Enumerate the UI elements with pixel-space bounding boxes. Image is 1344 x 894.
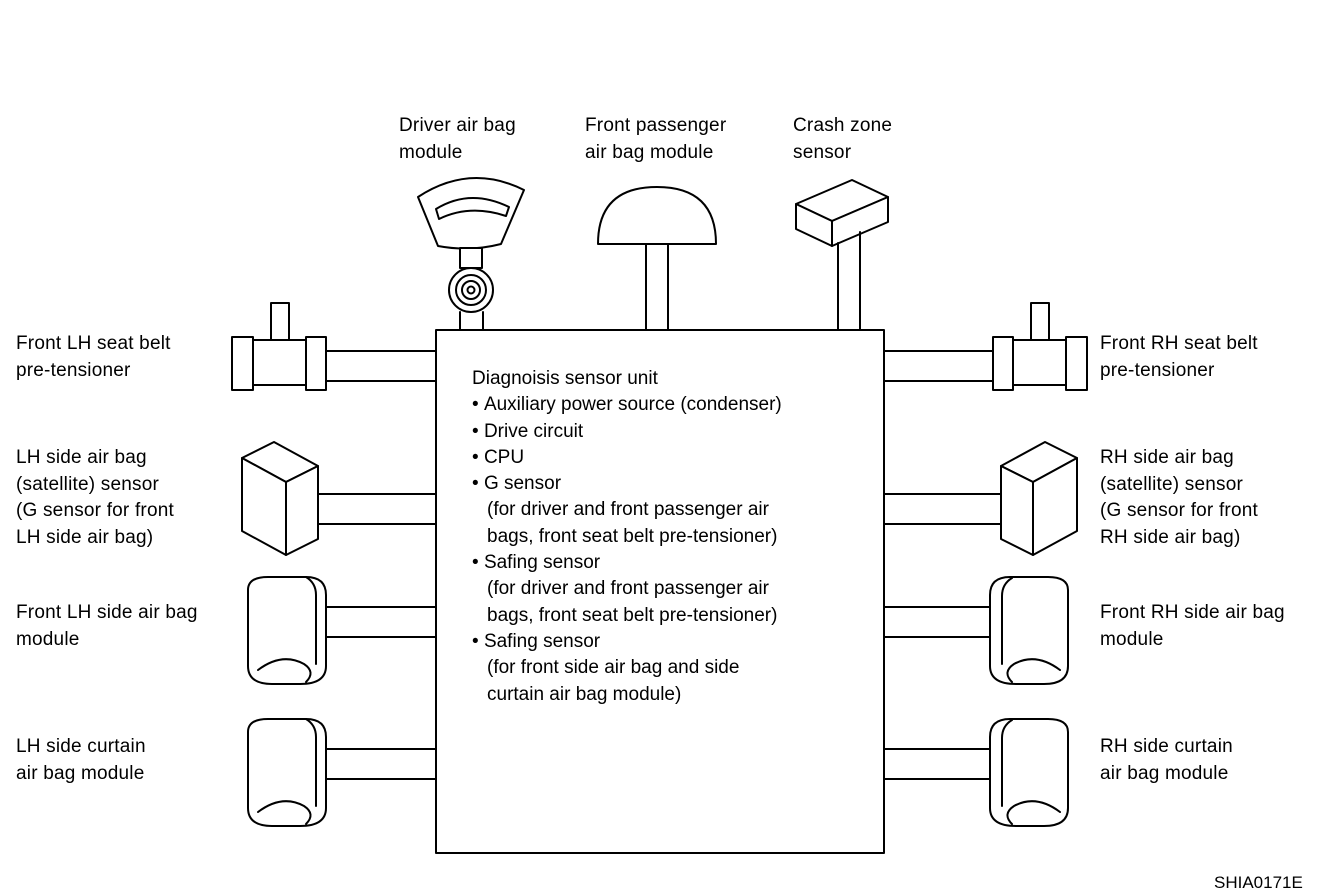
sensor-unit-item-detail: (for driver and front passenger air xyxy=(487,499,769,521)
sensor-unit-item: CPU xyxy=(472,445,782,471)
crash-zone-sensor-icon xyxy=(795,179,889,331)
label-lh-side-satellite: LH side air bag (satellite) sensor (G se… xyxy=(16,447,174,548)
label-front-lh-pretensioner: Front LH seat belt pre-tensioner xyxy=(16,333,171,381)
sensor-unit-title: Diagnoisis sensor unit xyxy=(472,368,658,389)
rh-side-airbag-icon xyxy=(883,576,1069,685)
lh-pretensioner-icon xyxy=(231,302,437,391)
sensor-unit-item: Safing sensor xyxy=(472,550,782,576)
label-rh-curtain: RH side curtain air bag module xyxy=(1100,736,1233,784)
sensor-unit-item: G sensor xyxy=(472,471,782,497)
driver-airbag-icon xyxy=(417,177,525,331)
lh-side-airbag-icon xyxy=(247,576,437,685)
rh-pretensioner-icon xyxy=(883,302,1088,391)
figure-code: SHIA0171E xyxy=(1214,873,1303,892)
label-front-passenger-airbag: Front passenger air bag module xyxy=(585,115,727,163)
sensor-unit-item: Drive circuit xyxy=(472,419,782,445)
sensor-unit-item: Safing sensor xyxy=(472,629,782,655)
sensor-unit-text: Diagnoisis sensor unit Auxiliary power s… xyxy=(472,366,782,708)
label-front-lh-side-airbag: Front LH side air bag module xyxy=(16,602,198,650)
label-rh-side-satellite: RH side air bag (satellite) sensor (G se… xyxy=(1100,447,1258,548)
label-front-rh-pretensioner: Front RH seat belt pre-tensioner xyxy=(1100,333,1258,381)
sensor-unit-item-detail: curtain air bag module) xyxy=(487,683,682,705)
label-crash-zone-sensor: Crash zone sensor xyxy=(793,115,893,163)
lh-satellite-sensor-icon xyxy=(241,441,437,556)
sensor-unit-item-detail: bags, front seat belt pre-tensioner) xyxy=(487,525,778,547)
sensor-unit-item-detail: (for driver and front passenger air xyxy=(487,578,769,600)
label-lh-curtain: LH side curtain air bag module xyxy=(16,736,146,784)
passenger-airbag-icon xyxy=(597,186,717,331)
sensor-unit-item-detail: bags, front seat belt pre-tensioner) xyxy=(487,604,778,626)
sensor-unit-item-detail: (for front side air bag and side xyxy=(487,657,740,679)
sensor-unit-item: Auxiliary power source (condenser) xyxy=(472,392,782,418)
rh-satellite-sensor-icon xyxy=(883,441,1078,556)
label-driver-airbag: Driver air bag module xyxy=(399,115,516,163)
label-front-rh-side-airbag: Front RH side air bag module xyxy=(1100,602,1285,650)
lh-curtain-airbag-icon xyxy=(247,718,437,827)
rh-curtain-airbag-icon xyxy=(883,718,1069,827)
